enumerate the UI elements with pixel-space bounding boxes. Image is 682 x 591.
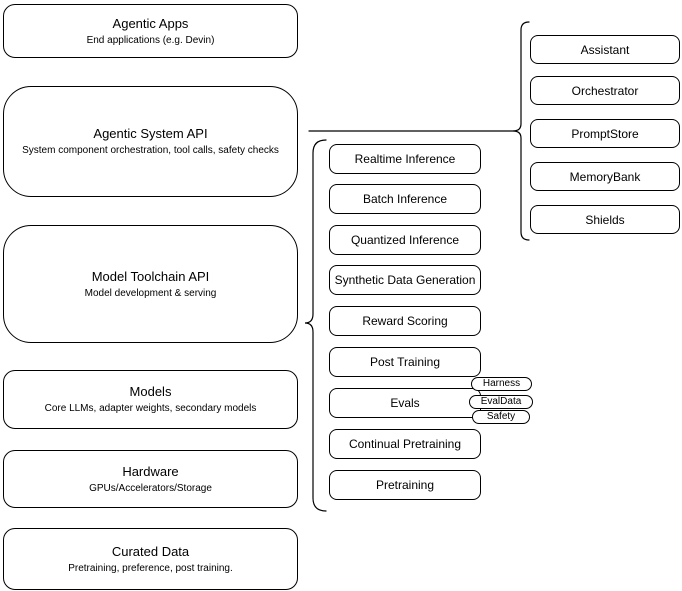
- node-models: Models Core LLMs, adapter weights, secon…: [3, 370, 298, 429]
- node-title: Hardware: [122, 463, 179, 479]
- node-agentic-apps: Agentic Apps End applications (e.g. Devi…: [3, 4, 298, 58]
- node-hardware: Hardware GPUs/Accelerators/Storage: [3, 450, 298, 508]
- node-title: Agentic System API: [93, 126, 208, 141]
- tag-harness: Harness: [471, 377, 532, 391]
- node-subtitle: System component orchestration, tool cal…: [22, 145, 279, 156]
- node-title: Model Toolchain API: [91, 268, 210, 284]
- node-post-training: Post Training: [329, 347, 481, 377]
- node-agentic-system-api: Agentic System API System component orch…: [3, 86, 298, 197]
- node-promptstore: PromptStore: [530, 119, 680, 148]
- system-components-brace: [512, 21, 530, 241]
- node-assistant: Assistant: [530, 35, 680, 64]
- node-synthetic-data-generation: Synthetic Data Generation: [329, 265, 481, 295]
- node-title: Models: [129, 384, 172, 399]
- node-curated-data: Curated Data Pretraining, preference, po…: [3, 528, 298, 590]
- node-reward-scoring: Reward Scoring: [329, 306, 481, 336]
- node-batch-inference: Batch Inference: [329, 184, 481, 214]
- node-orchestrator: Orchestrator: [530, 76, 680, 105]
- node-subtitle: Core LLMs, adapter weights, secondary mo…: [44, 403, 257, 414]
- node-subtitle: End applications (e.g. Devin): [86, 34, 215, 46]
- node-continual-pretraining: Continual Pretraining: [329, 429, 481, 459]
- node-realtime-inference: Realtime Inference: [329, 144, 481, 174]
- toolchain-group-brace: [304, 139, 327, 512]
- node-subtitle: GPUs/Accelerators/Storage: [89, 482, 212, 494]
- node-memorybank: MemoryBank: [530, 162, 680, 191]
- node-title: Agentic Apps: [112, 15, 189, 31]
- node-model-toolchain-api: Model Toolchain API Model development & …: [3, 225, 298, 343]
- tag-evaldata: EvalData: [469, 395, 533, 409]
- tag-safety: Safety: [472, 410, 530, 424]
- node-shields: Shields: [530, 205, 680, 234]
- node-title: Curated Data: [111, 543, 190, 559]
- node-subtitle: Pretraining, preference, post training.: [68, 562, 233, 574]
- node-subtitle: Model development & serving: [84, 287, 217, 299]
- node-evals: Evals: [329, 388, 481, 418]
- node-pretraining: Pretraining: [329, 470, 481, 500]
- node-quantized-inference: Quantized Inference: [329, 225, 481, 255]
